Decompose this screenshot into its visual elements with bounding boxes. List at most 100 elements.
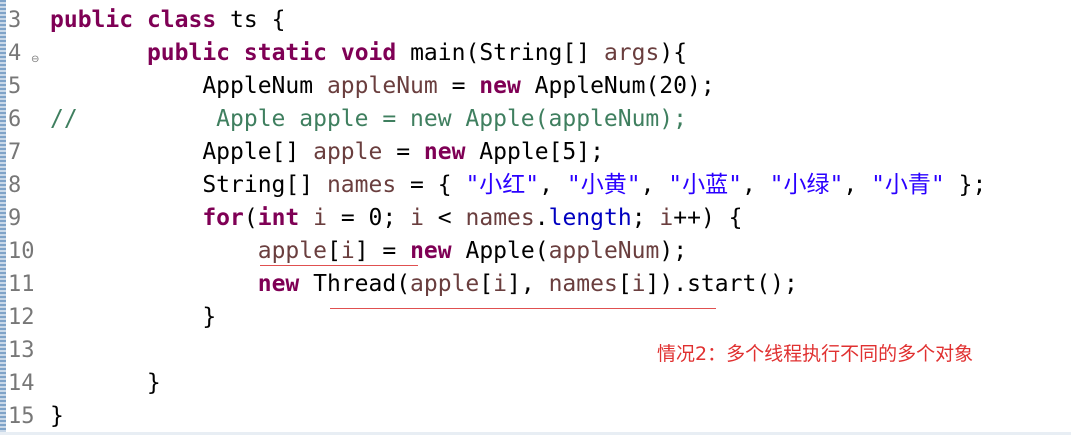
code-token: }; [944, 172, 987, 198]
code-text: } [50, 367, 161, 400]
code-line[interactable]: 9 for(int i = 0; i < names.length; i++) … [0, 202, 1071, 235]
code-token: "小青" [871, 172, 945, 198]
code-line[interactable]: 3 public class ts { [0, 4, 1071, 37]
line-number: 13 [8, 338, 35, 363]
code-token: < [423, 205, 466, 231]
code-token: void [340, 40, 397, 66]
code-token: "小蓝" [668, 172, 742, 198]
code-token [50, 238, 258, 264]
code-line[interactable]: 12 } [0, 301, 1071, 334]
code-token: i [493, 271, 508, 297]
code-token: ++) { [673, 205, 743, 231]
code-line[interactable]: 10 apple[i] = new Apple(appleNum); [0, 235, 1071, 268]
line-number: 12 [8, 305, 35, 330]
code-line[interactable]: 14 } [0, 367, 1071, 400]
code-token: apple [257, 238, 327, 264]
error-underline-line11 [330, 308, 716, 309]
code-text: apple[i] = new Apple(appleNum); [50, 235, 687, 268]
code-token: for [202, 205, 244, 231]
code-token [299, 205, 313, 231]
line-number: 4 [8, 41, 22, 66]
code-text: new Thread(apple[i], names[i]).start(); [50, 268, 798, 301]
code-token: apple [410, 271, 480, 297]
code-token: new [479, 73, 521, 99]
code-line[interactable]: 4 ⊖ public static void main(String[] args… [0, 37, 1071, 70]
code-token: appleNum [326, 73, 438, 99]
code-token [230, 40, 244, 66]
code-token: AppleNum [50, 73, 327, 99]
code-text: // Apple apple = new Apple(appleNum); [50, 103, 687, 136]
code-token: i [410, 205, 424, 231]
code-token: Apple[5]; [465, 139, 604, 165]
error-underline-line10 [260, 265, 418, 266]
code-token: ts { [216, 7, 286, 33]
code-text: public class ts { [50, 4, 285, 37]
code-token: ); [659, 238, 688, 264]
code-text: } [50, 301, 216, 334]
code-token: } [50, 370, 161, 396]
code-token: , [843, 172, 872, 198]
code-token: int [257, 205, 300, 231]
code-token: Apple[] [50, 139, 314, 165]
code-token: i [340, 238, 355, 264]
code-token: public [50, 7, 134, 33]
code-token: class [146, 7, 217, 33]
code-line[interactable]: 13 [0, 334, 1071, 367]
code-token: appleNum [548, 238, 660, 264]
code-token: , [539, 172, 567, 198]
fold-toggle-icon[interactable]: ⊖ [31, 54, 40, 65]
code-token [50, 40, 147, 66]
code-token [327, 40, 341, 66]
code-text: Apple[] apple = new Apple[5]; [50, 136, 604, 169]
code-text: public static void main(String[] args){ [50, 37, 687, 70]
annotation-note: 情况2：多个线程执行不同的多个对象 [657, 343, 974, 365]
code-token: String[] [50, 172, 327, 198]
code-line[interactable]: 5 AppleNum appleNum = new AppleNum(20); [0, 70, 1071, 103]
code-token: names [326, 172, 397, 198]
code-line[interactable]: 7 Apple[] apple = new Apple[5]; [0, 136, 1071, 169]
code-token: length [548, 205, 632, 231]
code-token: [ [326, 238, 341, 264]
code-line[interactable]: 8 String[] names = { "小红", "小黄", "小蓝", "… [0, 169, 1071, 202]
code-line[interactable]: 11 new Thread(apple[i], names[i]).start(… [0, 268, 1071, 301]
code-token: "小红" [465, 172, 540, 198]
code-token: apple [313, 139, 383, 165]
code-token: } [50, 304, 217, 330]
code-token: new [257, 271, 300, 297]
code-text: } [50, 400, 64, 433]
code-line[interactable]: 6 // Apple apple = new Apple(appleNum); [0, 103, 1071, 136]
code-token: public [146, 40, 231, 66]
code-token: = [382, 139, 424, 165]
code-token [133, 7, 147, 33]
line-number: 7 [8, 140, 22, 165]
code-text: for(int i = 0; i < names.length; i++) { [50, 202, 743, 235]
line-number: 5 [8, 74, 22, 99]
code-line[interactable]: 15} [0, 400, 1071, 433]
line-number: 6 [8, 107, 22, 132]
line-number: 14 [8, 371, 35, 396]
code-token: args [603, 40, 660, 66]
code-token: names [465, 205, 535, 231]
code-token: , [640, 172, 669, 198]
code-token: main(String[] [396, 40, 604, 66]
code-token [50, 205, 202, 231]
line-number: 3 [8, 8, 22, 33]
code-text: String[] names = { "小红", "小黄", "小蓝", "小绿… [50, 169, 986, 202]
editor-bottom-border [0, 432, 1071, 435]
code-token: = [437, 73, 480, 99]
code-token [50, 271, 258, 297]
code-token: Thread( [299, 271, 411, 297]
code-token: ){ [659, 40, 688, 66]
code-token: i [631, 271, 646, 297]
code-token: i [659, 205, 674, 231]
code-token: ], [507, 271, 549, 297]
code-token: "小黄" [566, 172, 641, 198]
line-number-gutter [6, 0, 48, 435]
code-token: [ [617, 271, 632, 297]
code-token: [ [479, 271, 494, 297]
code-token: ]).start(); [645, 271, 798, 297]
editor-left-border [0, 0, 6, 435]
code-token: ; [631, 205, 660, 231]
code-token: , [741, 172, 770, 198]
